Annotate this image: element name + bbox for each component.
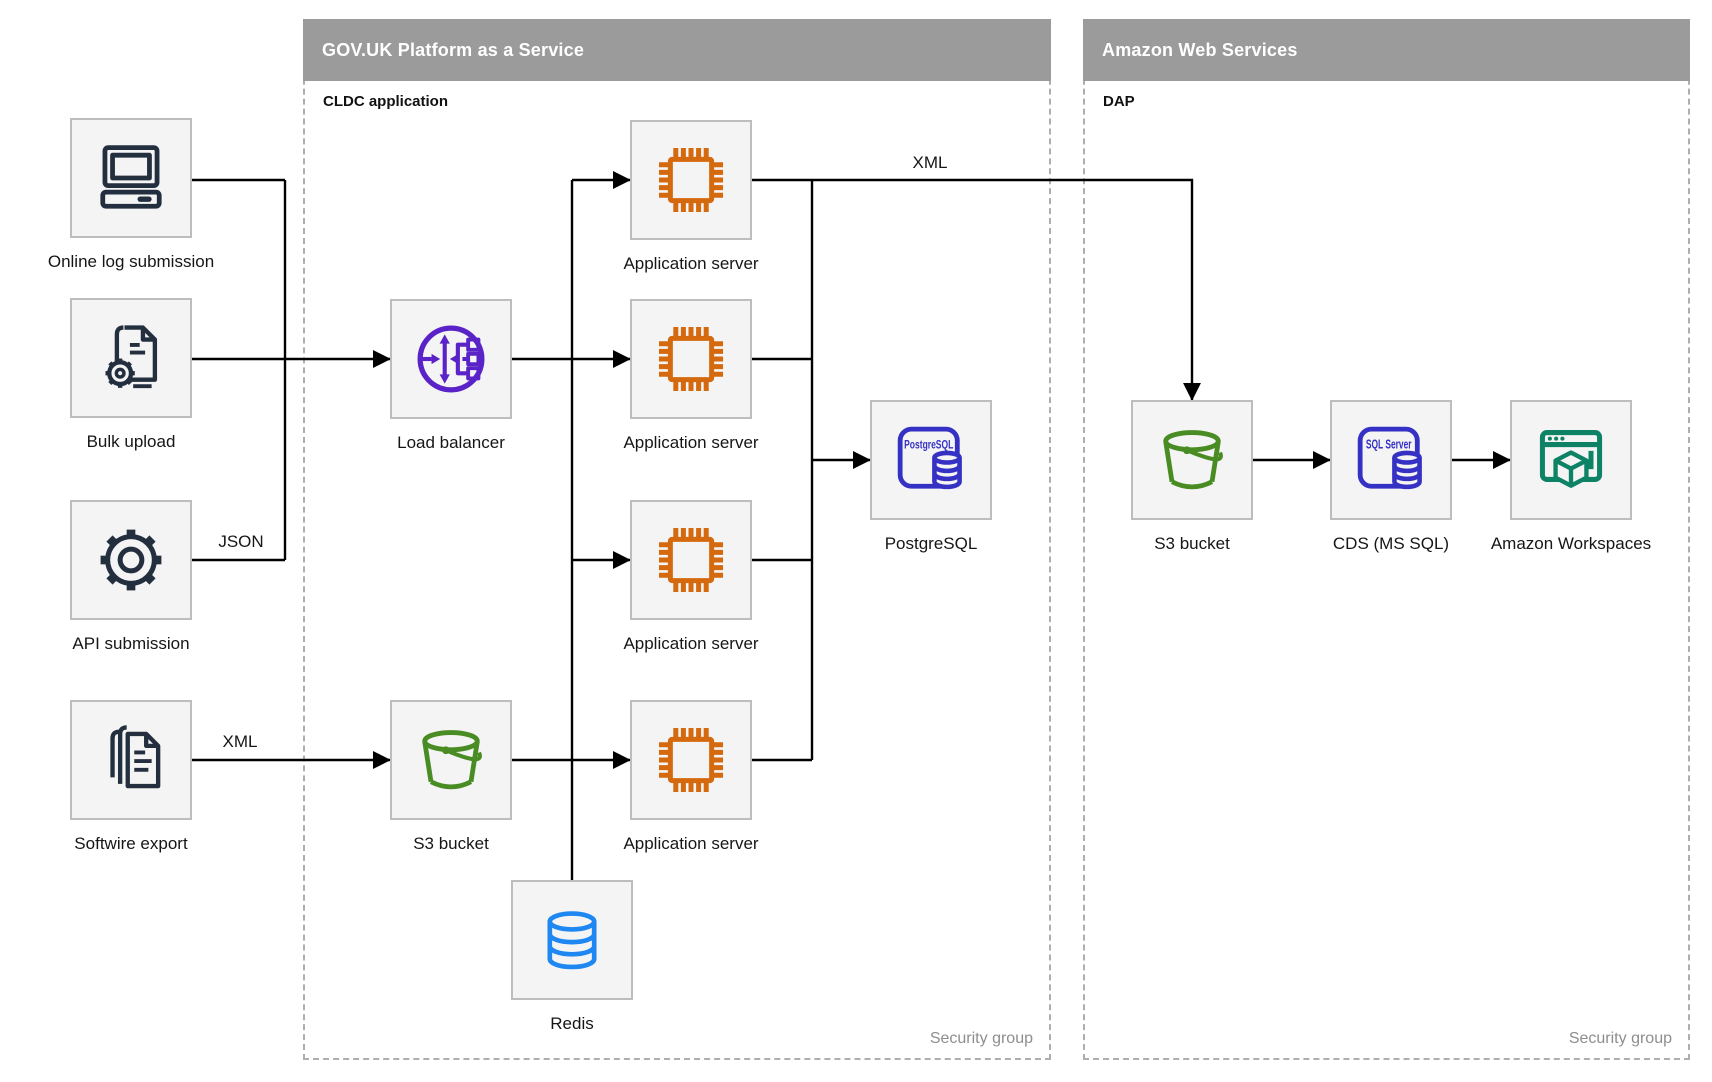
node-online-log [70,118,192,238]
bucket-icon [411,720,491,800]
govuk-security-group-label: Security group [929,1030,1033,1047]
chip-icon [653,321,729,397]
node-label-postgresql: PostgreSQL [884,534,978,553]
node-label-s3-aws: S3 bucket [1154,534,1230,553]
node-label-app-server-1: Application server [623,254,759,273]
edge-label-xml-top-label: XML [912,153,948,172]
chip-icon [653,142,729,218]
gear-icon [93,522,169,598]
svg-text:PostgreSQL: PostgreSQL [904,438,953,452]
govuk-header-bar: GOV.UK Platform as a Service [303,19,1051,81]
edge-label-json-label: JSON [218,532,264,551]
node-postgresql: PostgreSQL [870,400,992,520]
node-label-app-server-3: Application server [623,634,759,653]
aws-header-bar: Amazon Web Services [1083,19,1690,81]
node-app-server-3 [630,500,752,620]
node-label-softwire-export: Softwire export [74,834,188,853]
node-workspaces [1510,400,1632,520]
node-label-online-log: Online log submission [47,252,215,271]
aws-sublabel: DAP [1103,93,1135,110]
node-api-submission [70,500,192,620]
node-app-server-1 [630,120,752,240]
node-label-workspaces: Amazon Workspaces [1490,534,1652,553]
chip-icon [653,522,729,598]
node-softwire-export [70,700,192,820]
postgres-icon: PostgreSQL [891,420,971,500]
doc-gear-icon [93,320,169,396]
load-balancer-icon [411,319,491,399]
node-label-app-server-2: Application server [623,433,759,452]
node-label-api-submission: API submission [72,634,190,653]
node-app-server-2 [630,299,752,419]
node-label-bulk-upload: Bulk upload [86,432,176,451]
node-label-s3-govuk: S3 bucket [413,834,489,853]
docs-icon [93,722,169,798]
node-s3-aws [1131,400,1253,520]
node-label-redis: Redis [550,1014,594,1033]
sqlserver-icon: SQL Server [1351,420,1431,500]
computer-icon [93,140,169,216]
govuk-sublabel: CLDC application [323,93,449,110]
aws-security-group-label: Security group [1568,1030,1672,1047]
node-load-balancer [390,299,512,419]
redis-icon [535,903,609,977]
node-label-load-balancer: Load balancer [397,433,505,452]
node-redis [511,880,633,1000]
workspaces-icon [1531,420,1611,500]
node-label-app-server-4: Application server [623,834,759,853]
node-label-cds: CDS (MS SQL) [1332,534,1450,553]
chip-icon [653,722,729,798]
node-s3-govuk [390,700,512,820]
node-bulk-upload [70,298,192,418]
node-app-server-4 [630,700,752,820]
edge-label-xml-softwire-label: XML [222,732,258,751]
aws-title: Amazon Web Services [1102,39,1298,60]
bucket-icon [1152,420,1232,500]
govuk-title: GOV.UK Platform as a Service [322,39,585,60]
svg-text:SQL Server: SQL Server [1366,438,1412,452]
node-cds: SQL Server [1330,400,1452,520]
